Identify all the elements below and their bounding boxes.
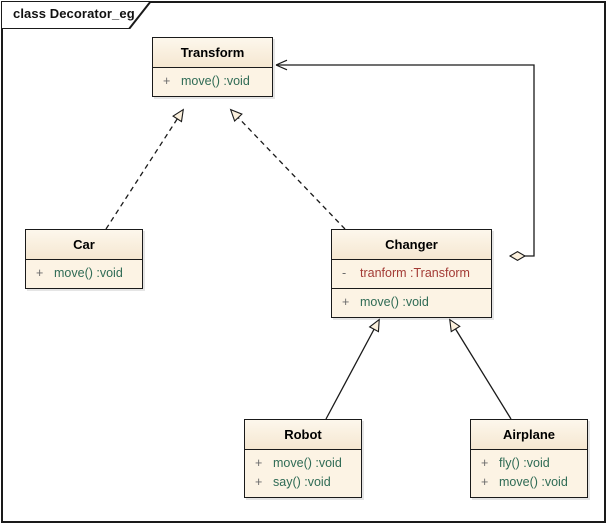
uml-class-changer[interactable]: Changer -tranform :Transform + move() :vo… [331,229,492,318]
frame-title-tab[interactable]: class Decorator_eg [1,1,151,29]
uml-class-robot[interactable]: Robot + move() :void + say() :void [244,419,362,498]
operations-compartment-changer: + move() :void [332,288,491,317]
relationship-robot-extends-changer [325,318,380,420]
relationship-changer-realizes-transform [229,108,346,230]
class-name-changer: Changer [332,230,491,260]
visibility-marker: + [481,456,489,470]
relationship-airplane-extends-changer [449,318,512,420]
operation-row[interactable]: + move() :void [245,454,361,473]
attribute-row[interactable]: -tranform :Transform [332,264,491,283]
operation-label: say() :void [273,475,331,489]
relationship-changer-aggregates-transform [275,59,535,262]
operation-row[interactable]: + say() :void [245,473,361,492]
operation-label: fly() :void [499,456,550,470]
operation-label: move() :void [273,456,342,470]
visibility-marker: + [163,74,171,88]
operation-label: move() :void [54,266,123,280]
uml-class-transform[interactable]: Transform + move() :void [152,37,273,97]
operation-row[interactable]: + fly() :void [471,454,587,473]
relationship-car-realizes-transform [105,108,184,230]
frame-tab-shape [1,1,151,29]
operations-compartment-robot: + move() :void + say() :void [245,450,361,497]
operation-row[interactable]: + move() :void [332,293,491,312]
operation-row[interactable]: + move() :void [471,473,587,492]
attributes-compartment-changer: -tranform :Transform [332,260,491,288]
frame-title-label: class Decorator_eg [13,6,135,21]
class-name-robot: Robot [245,420,361,450]
operation-label: move() :void [181,74,250,88]
uml-class-airplane[interactable]: Airplane + fly() :void + move() :void [470,419,588,498]
operations-compartment-car: + move() :void [26,260,142,288]
visibility-marker: + [342,295,350,309]
class-name-airplane: Airplane [471,420,587,450]
operation-label: move() :void [360,295,429,309]
operations-compartment-airplane: + fly() :void + move() :void [471,450,587,497]
class-name-car: Car [26,230,142,260]
visibility-marker: + [255,475,263,489]
class-name-transform: Transform [153,38,272,68]
visibility-marker: + [481,475,489,489]
operation-row[interactable]: + move() :void [153,72,272,91]
attribute-label: tranform :Transform [360,266,470,280]
operations-compartment-transform: + move() :void [153,68,272,96]
uml-class-car[interactable]: Car + move() :void [25,229,143,289]
operation-row[interactable]: + move() :void [26,264,142,283]
visibility-marker: - [342,266,347,280]
visibility-marker: + [36,266,44,280]
visibility-marker: + [255,456,263,470]
operation-label: move() :void [499,475,568,489]
